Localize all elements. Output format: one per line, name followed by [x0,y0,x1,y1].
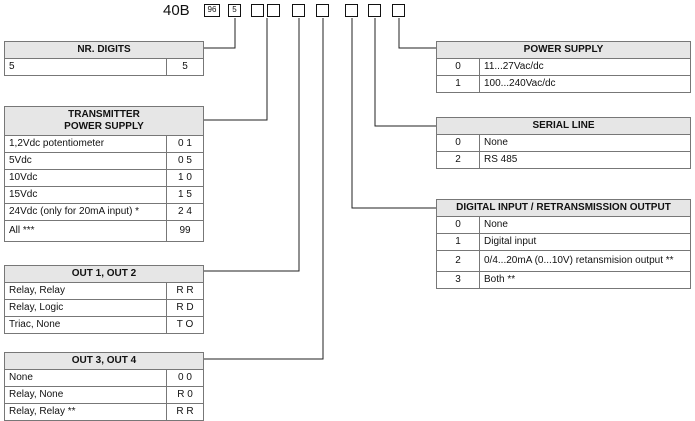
table-title: SERIAL LINE [436,117,691,135]
table-title: DIGITAL INPUT / RETRANSMISSION OUTPUT [436,199,691,217]
connector-digital [351,18,436,209]
connector-out12 [204,18,300,272]
row-label: None [4,369,167,387]
connector-serial [374,18,436,127]
table-row: All ***99 [4,220,204,242]
code-box-96: 96 [204,4,220,17]
row-code: R R [166,282,204,300]
code-box-transmitter-2 [267,4,280,17]
row-label: Relay, None [4,386,167,404]
table-title: TRANSMITTER POWER SUPPLY [4,106,204,136]
row-code: 1 5 [166,186,204,204]
row-code: R 0 [166,386,204,404]
row-label: All *** [4,220,167,242]
connector-transmitter [204,18,268,121]
code-box-out34 [316,4,329,17]
row-code: R D [166,299,204,317]
row-code: 0 [436,58,480,76]
row-code: 3 [436,271,480,289]
row-label: 15Vdc [4,186,167,204]
table-title: OUT 1, OUT 2 [4,265,204,283]
table-row: Relay, Relay **R R [4,403,204,421]
code-box-serial [368,4,381,17]
table-row: 5 5 [4,58,204,76]
row-label: 5 [4,58,167,76]
row-label: None [479,134,691,152]
row-label: 24Vdc (only for 20mA input) * [4,203,167,221]
row-label: None [479,216,691,234]
row-code: R R [166,403,204,421]
row-label: Triac, None [4,316,167,334]
row-label: Digital input [479,233,691,251]
table-title: POWER SUPPLY [436,41,691,59]
title-line-1: TRANSMITTER [68,109,140,120]
row-code: 1 0 [166,169,204,187]
code-prefix: 40B [163,2,190,19]
row-code: 0 1 [166,135,204,153]
row-code: 0 5 [166,152,204,170]
code-box-transmitter-1 [251,4,264,17]
code-box-5: 5 [228,4,241,17]
row-code: 1 [436,233,480,251]
row-code: 2 [436,151,480,169]
connector-power [398,18,436,49]
row-code: 2 4 [166,203,204,221]
row-code: 5 [166,58,204,76]
title-line-2: POWER SUPPLY [64,121,144,132]
table-transmitter-power-supply: TRANSMITTER POWER SUPPLY 1,2Vdc potentio… [4,106,204,242]
row-label: 0/4...20mA (0...10V) retansmision output… [479,250,691,272]
row-label: Relay, Logic [4,299,167,317]
row-label: 1,2Vdc potentiometer [4,135,167,153]
table-title: OUT 3, OUT 4 [4,352,204,370]
row-code: 0 0 [166,369,204,387]
row-label: 100...240Vac/dc [479,75,691,93]
row-label: Both ** [479,271,691,289]
connector-nr-digits [204,18,236,49]
table-title: NR. DIGITS [4,41,204,59]
row-code: T O [166,316,204,334]
row-code: 99 [166,220,204,242]
row-code: 1 [436,75,480,93]
code-box-power [392,4,405,17]
row-label: 5Vdc [4,152,167,170]
code-box-out12 [292,4,305,17]
row-label: 10Vdc [4,169,167,187]
code-box-digital [345,4,358,17]
row-code: 0 [436,134,480,152]
connector-out34 [204,18,324,360]
table-row: 24Vdc (only for 20mA input) *2 4 [4,203,204,221]
row-label: RS 485 [479,151,691,169]
table-nr-digits: NR. DIGITS 5 5 [4,41,204,76]
row-label: Relay, Relay [4,282,167,300]
row-label: Relay, Relay ** [4,403,167,421]
row-label: 11...27Vac/dc [479,58,691,76]
row-code: 0 [436,216,480,234]
row-code: 2 [436,250,480,272]
